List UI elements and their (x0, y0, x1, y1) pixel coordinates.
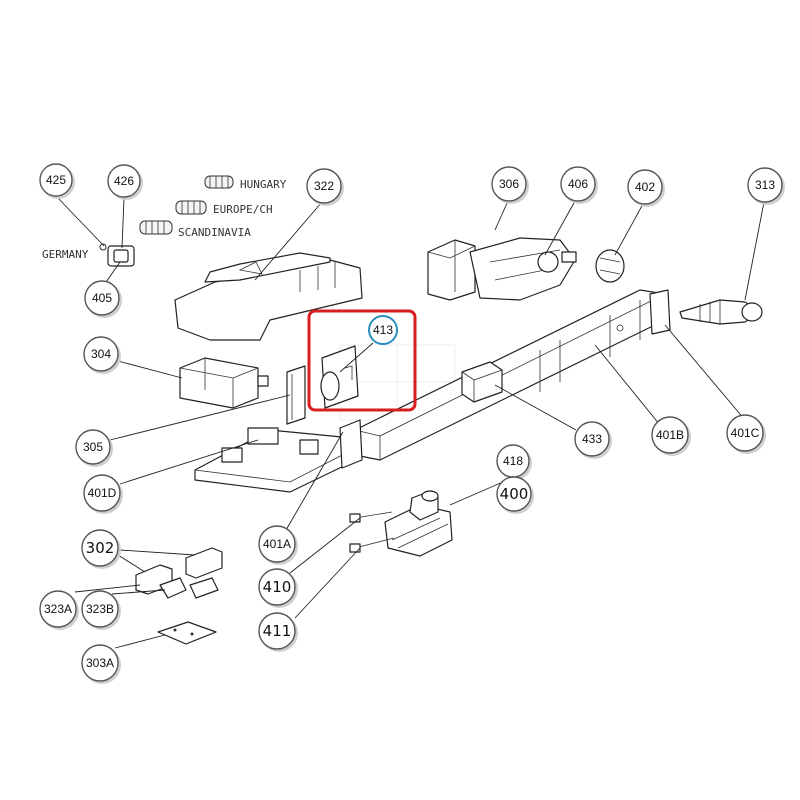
callout-401D[interactable]: 401D (83, 474, 123, 514)
callout-425[interactable]: 425 (39, 163, 75, 199)
callout-410[interactable]: 410 (258, 568, 298, 608)
callout-323A[interactable]: 323A (39, 590, 79, 630)
terminal-blocks (135, 547, 223, 599)
callout-323B[interactable]: 323B (81, 590, 121, 630)
svg-text:305: 305 (83, 440, 103, 454)
svg-text:418: 418 (503, 454, 523, 468)
svg-text:306: 306 (499, 177, 519, 191)
callout-418[interactable]: 418 (496, 444, 532, 480)
igniter-block (384, 490, 453, 557)
callout-305[interactable]: 305 (75, 429, 113, 467)
svg-text:322: 322 (314, 179, 334, 193)
callout-426[interactable]: 426 (107, 164, 143, 200)
gas-jet-scandinavia (139, 220, 173, 235)
callout-306[interactable]: 306 (491, 166, 529, 204)
mounting-bracket (286, 365, 306, 425)
svg-text:411: 411 (263, 622, 292, 640)
control-knob (595, 249, 625, 283)
svg-text:401C: 401C (731, 426, 760, 440)
svg-text:433: 433 (582, 432, 602, 446)
socket-connector (461, 361, 503, 403)
gas-jet-hungary (204, 175, 234, 189)
svg-text:426: 426 (114, 174, 134, 188)
callout-304[interactable]: 304 (83, 336, 121, 374)
label-scandinavia: SCANDINAVIA (178, 226, 251, 239)
gas-jet-europe (175, 200, 207, 215)
thermostat-housing (427, 239, 476, 301)
callout-401B[interactable]: 401B (651, 416, 691, 456)
callout-303A[interactable]: 303A (81, 644, 121, 684)
svg-text:304: 304 (91, 347, 111, 361)
callout-433[interactable]: 433 (574, 421, 612, 459)
callout-405[interactable]: 405 (84, 280, 122, 318)
callout-411[interactable]: 411 (258, 612, 298, 652)
callout-402[interactable]: 402 (627, 169, 665, 207)
label-hungary: HUNGARY (240, 178, 287, 191)
label-europe-ch: EUROPE/CH (213, 203, 273, 216)
circuit-board (194, 419, 363, 493)
svg-text:323A: 323A (44, 602, 72, 616)
gas-pipe (107, 203, 530, 267)
germany-jet (99, 243, 107, 251)
svg-text:400: 400 (500, 485, 529, 503)
electronic-cover (174, 252, 363, 341)
piezo-igniter (679, 299, 763, 325)
svg-text:413: 413 (373, 323, 393, 337)
callout-313[interactable]: 313 (747, 167, 785, 205)
svg-text:402: 402 (635, 180, 655, 194)
svg-text:401A: 401A (263, 537, 291, 551)
control-rail (354, 289, 671, 461)
svg-text:323B: 323B (86, 602, 114, 616)
svg-text:303A: 303A (86, 656, 114, 670)
flame-sensor-plate (320, 345, 359, 409)
label-germany: GERMANY (42, 248, 89, 261)
highlight-box (307, 309, 417, 412)
callout-302[interactable]: 302 (81, 529, 121, 569)
callout-401A[interactable]: 401A (258, 525, 298, 565)
callouts: 425 426 322 306 406 402 313 405 304 305 … (39, 163, 785, 684)
relay-box (179, 357, 269, 409)
svg-text:425: 425 (46, 173, 66, 187)
highlight-413: 413 (307, 309, 417, 412)
callout-400[interactable]: 400 (496, 476, 534, 514)
callout-406[interactable]: 406 (560, 166, 598, 204)
callout-413[interactable]: 413 (368, 315, 398, 345)
svg-text:410: 410 (263, 578, 292, 596)
insulation-pad (157, 621, 217, 645)
svg-text:401D: 401D (88, 486, 117, 500)
svg-text:405: 405 (92, 291, 112, 305)
callout-401C[interactable]: 401C (726, 414, 766, 454)
callout-322[interactable]: 322 (306, 168, 344, 206)
svg-text:313: 313 (755, 178, 775, 192)
svg-text:406: 406 (568, 177, 588, 191)
svg-text:401B: 401B (656, 428, 684, 442)
thermostat (469, 237, 577, 301)
svg-text:302: 302 (86, 539, 115, 557)
